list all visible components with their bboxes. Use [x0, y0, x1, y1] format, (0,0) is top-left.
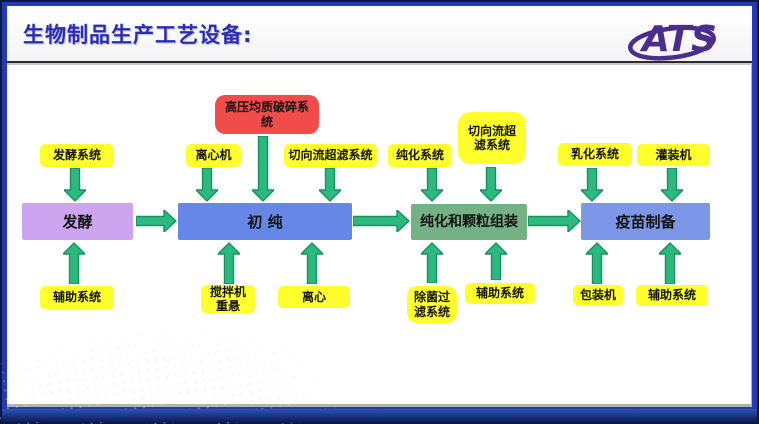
arrow-down-centrifuge-machine	[196, 168, 218, 202]
arrow-right-fermentation-to-primary	[136, 210, 177, 232]
arrow-up-auxiliary-1	[63, 242, 85, 284]
box-fermentation-stage: 发酵	[22, 203, 133, 240]
arrow-up-packing-machine	[586, 242, 608, 284]
ats-logo-text: ATS	[639, 19, 717, 60]
arrow-down-purification-system	[421, 168, 443, 202]
arrow-down-fermentation-system	[64, 168, 86, 202]
box-purification-assembly-stage: 纯化和颗粒组装	[411, 204, 527, 240]
arrow-right-primary-to-assembly	[353, 210, 410, 232]
page-title: 生物制品生产工艺设备:	[23, 23, 253, 47]
arrow-down-homogenizer	[252, 136, 274, 202]
arrow-down-tff-1	[319, 168, 341, 202]
box-purification-system: 纯化系统	[388, 144, 452, 167]
arrow-up-centrifugation	[301, 242, 323, 284]
arrow-up-auxiliary-2	[485, 242, 507, 280]
arrow-down-emulsification-system	[581, 168, 603, 202]
box-fermentation-system: 发酵系统	[40, 144, 114, 167]
box-centrifuge-machine: 离心机	[186, 144, 241, 167]
arrow-up-sterile-filtration	[421, 242, 443, 283]
box-tangential-flow-ultrafiltration-2: 切向流超 滤系统	[458, 112, 526, 164]
title-divider	[7, 61, 752, 65]
title-bar: 生物制品生产工艺设备: ATS	[7, 6, 752, 61]
box-auxiliary-system-1: 辅助系统	[40, 286, 114, 309]
arrow-down-filling-machine	[661, 168, 683, 202]
box-emulsification-system: 乳化系统	[558, 143, 632, 166]
box-auxiliary-system-2: 辅助系统	[465, 283, 535, 304]
bottom-band	[2, 409, 757, 422]
arrow-right-assembly-to-vaccine	[528, 210, 581, 232]
arrow-up-auxiliary-3	[659, 242, 681, 284]
box-packing-machine: 包装机	[573, 285, 623, 306]
box-centrifugation: 离心	[278, 286, 350, 308]
box-sterile-filtration: 除菌过 滤系统	[407, 286, 457, 323]
box-high-pressure-homogenizer: 高压均质破碎系 统	[215, 95, 319, 134]
arrow-down-tff-2	[480, 167, 502, 202]
arrow-up-mixer-resuspension	[218, 242, 240, 284]
ats-logo-icon: ATS	[626, 10, 722, 66]
box-mixer-resuspension: 搅拌机 重悬	[201, 285, 255, 313]
box-tangential-flow-ultrafiltration-1: 切向流超滤系统	[284, 144, 377, 167]
box-primary-purification-stage: 初 纯	[178, 203, 352, 240]
box-filling-machine: 灌装机	[637, 144, 710, 166]
box-auxiliary-system-3: 辅助系统	[636, 285, 708, 306]
box-vaccine-preparation-stage: 疫苗制备	[581, 203, 710, 240]
